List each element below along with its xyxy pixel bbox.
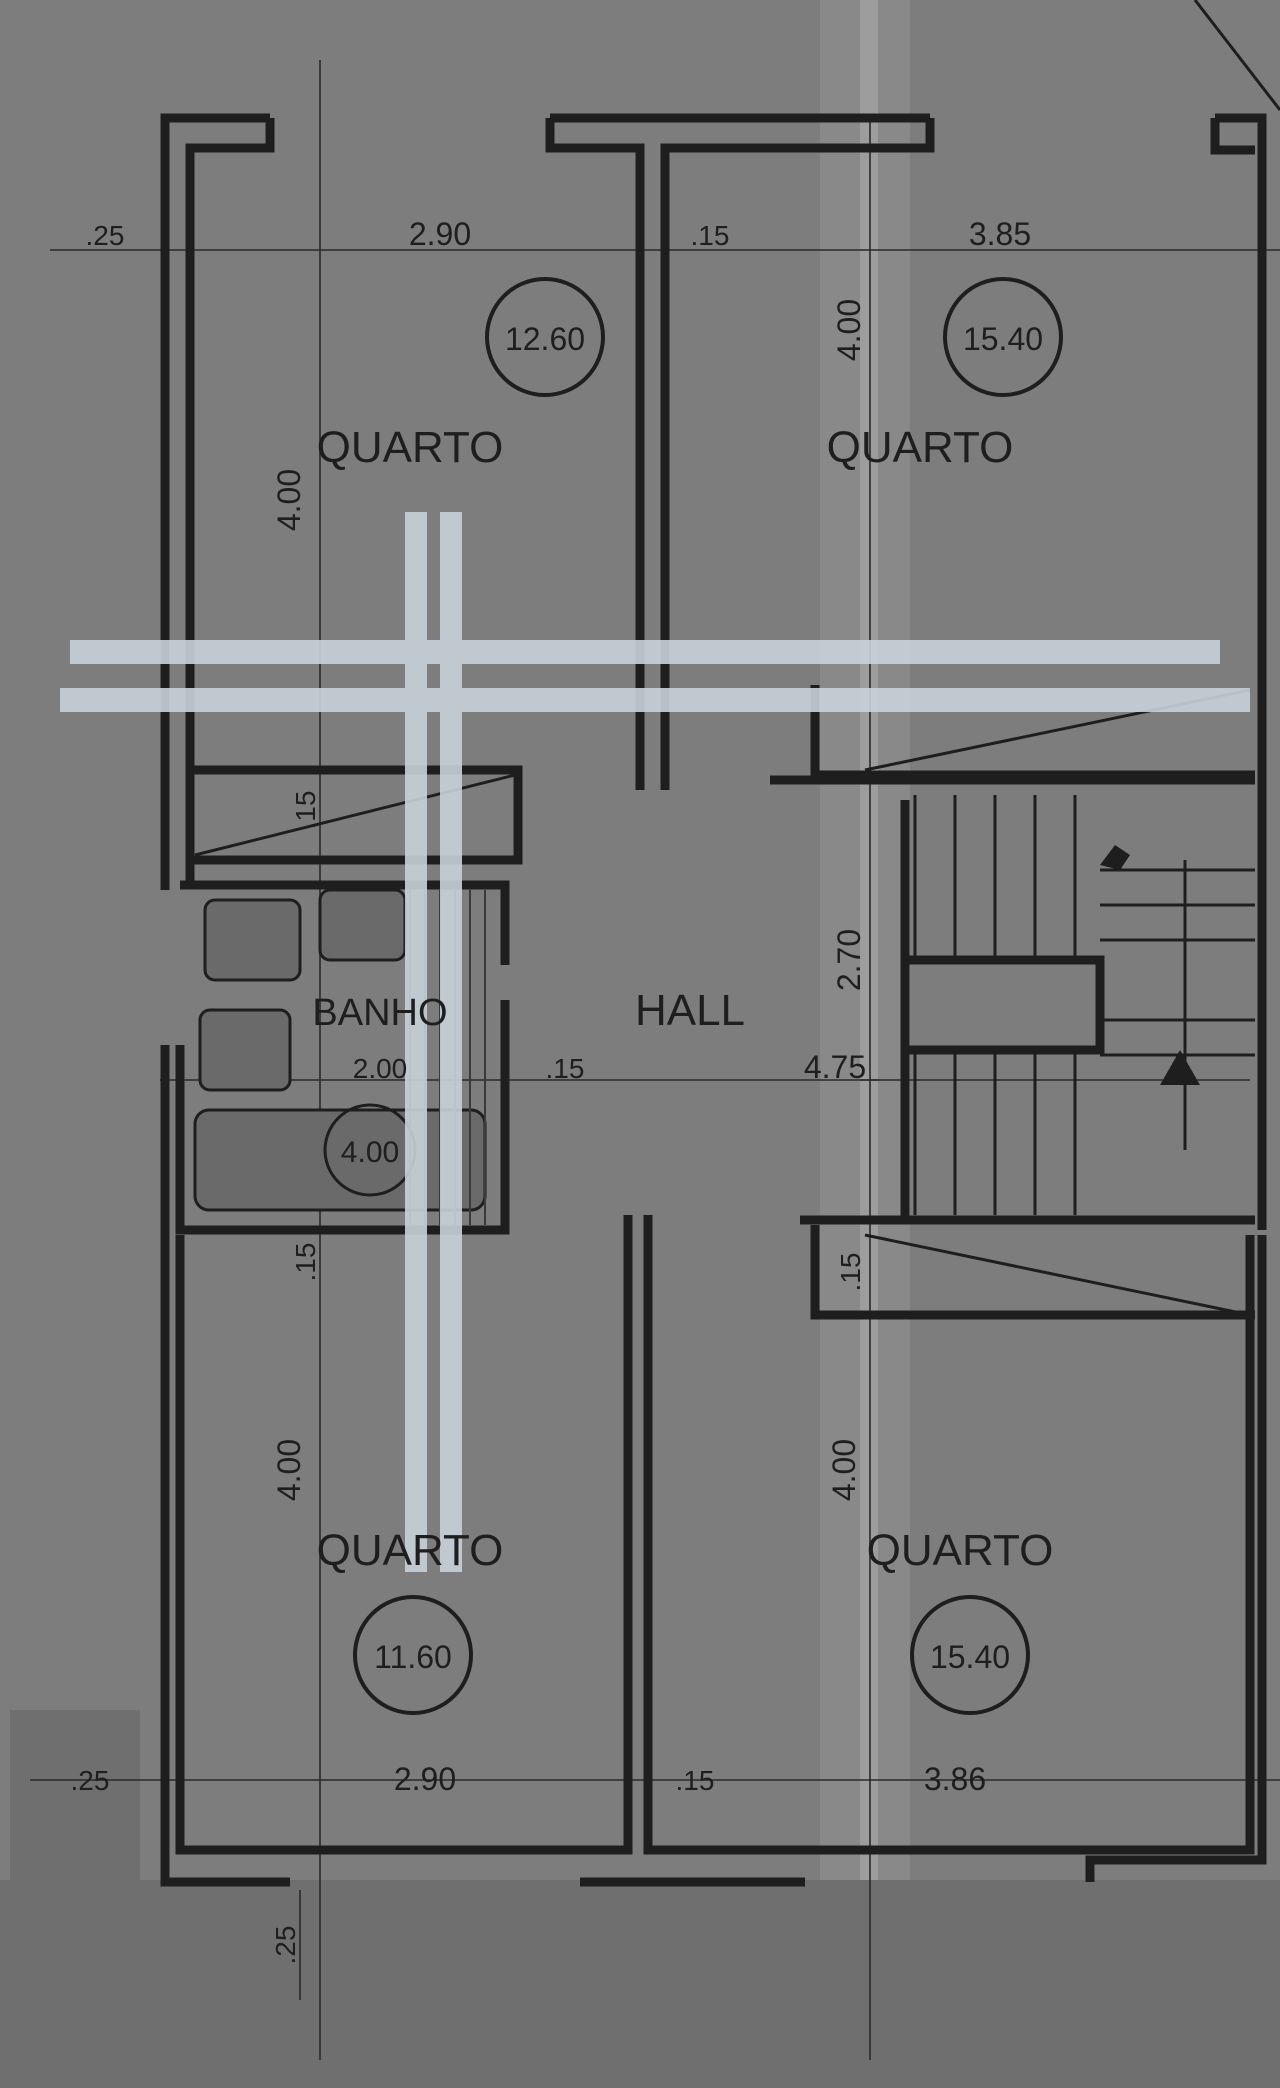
dim-bottom-left-wall: .15 [290, 1243, 321, 1282]
area-circle [485, 277, 605, 397]
area-circles [353, 277, 1063, 1715]
room-label-hall: HALL [635, 986, 745, 1035]
dim-closet-top: .15 [290, 791, 321, 830]
dim-bottom-wall-left: .25 [71, 1765, 110, 1796]
outer-diagonal-line [1193, 0, 1280, 111]
dim-bath-width: 2.00 [353, 1053, 408, 1084]
dim-top-left-width: 2.90 [409, 216, 471, 252]
area-value-bottom-left: 11.60 [374, 1639, 452, 1675]
toilet-icon [198, 1008, 292, 1092]
area-value-bath: 4.00 [341, 1136, 399, 1169]
dim-bottom-right-height: 4.00 [826, 1439, 862, 1501]
area-circle [353, 1595, 473, 1715]
stair-treads [913, 795, 1255, 1215]
dim-bottom-left-width: 2.90 [394, 1761, 456, 1797]
dimension-lines [30, 60, 1280, 2060]
sink-icon [203, 898, 302, 982]
scan-streak [820, 0, 910, 2088]
room-label-top-right: QUARTO [827, 423, 1014, 472]
dim-stair-length: 2.70 [831, 929, 867, 991]
dim-closet-right: .15 [835, 1253, 866, 1292]
ground-hatch [0, 1710, 1280, 2088]
area-circle [910, 1595, 1030, 1715]
area-value-top-left: 12.60 [505, 321, 585, 357]
dim-bottom-wall: .25 [270, 1926, 301, 1965]
dim-top-left-height: 4.00 [271, 469, 307, 531]
overlay-marks [60, 512, 1250, 1572]
dim-stair-total: 4.75 [804, 1049, 866, 1085]
room-label-bottom-right: QUARTO [867, 1526, 1054, 1575]
sink-icon [318, 888, 407, 962]
area-value-top-right: 15.40 [963, 321, 1043, 357]
room-label-bath: BANHO [312, 992, 447, 1034]
room-label-top-left: QUARTO [317, 423, 504, 472]
dim-top-right-width: 3.85 [969, 216, 1031, 252]
dim-bottom-mid-wall: .15 [676, 1765, 715, 1796]
area-value-bottom-right: 15.40 [930, 1639, 1010, 1675]
dim-bottom-left-height: 4.00 [271, 1439, 307, 1501]
dim-top-wall-left: .25 [86, 220, 125, 251]
room-label-bottom-left: QUARTO [317, 1526, 504, 1575]
scan-streak-bright [860, 0, 878, 2088]
dim-bottom-right-width: 3.86 [924, 1761, 986, 1797]
walls [160, 113, 1267, 1887]
stair-arrows [1100, 845, 1200, 1085]
dim-top-mid-wall: .15 [691, 220, 730, 251]
dim-top-right-height: 4.00 [831, 299, 867, 361]
area-circle [943, 277, 1063, 397]
dim-bath-wall: .15 [546, 1053, 585, 1084]
